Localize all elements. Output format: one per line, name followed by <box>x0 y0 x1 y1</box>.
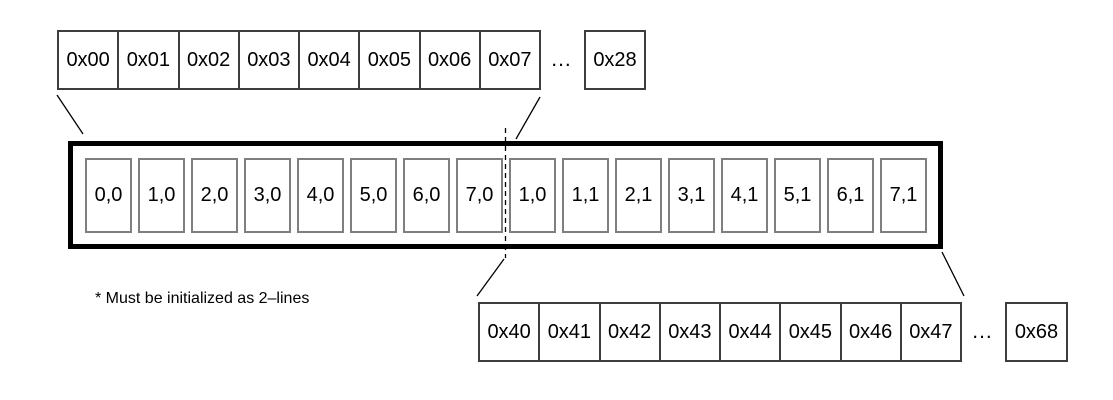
address-cell: 0x40 <box>480 304 541 360</box>
address-cell: 0x04 <box>300 32 361 88</box>
ddram-cell: 1,1 <box>562 158 609 233</box>
ddram-cell: 6,0 <box>403 158 450 233</box>
connector-line-top-right <box>515 96 541 140</box>
address-cell: 0x42 <box>601 304 661 360</box>
ddram-cell: 7,0 <box>456 158 503 233</box>
ddram-cell: 3,0 <box>244 158 291 233</box>
line2-end-address-box: 0x68 <box>1005 302 1068 362</box>
address-cell: 0x01 <box>119 32 180 88</box>
address-cell: 0x00 <box>59 32 120 88</box>
address-cell: 0x43 <box>661 304 721 360</box>
address-cell: 0x41 <box>540 304 601 360</box>
address-cell: 0x02 <box>180 32 240 88</box>
ddram-cell: 2,1 <box>615 158 662 233</box>
ddram-cell: 4,0 <box>297 158 344 233</box>
line1-end-address-box: 0x28 <box>584 30 646 90</box>
ddram-cell: 1,0 <box>509 158 556 233</box>
ddram-cell: 1,0 <box>138 158 185 233</box>
ddram-cell: 4,1 <box>721 158 768 233</box>
ddram-cell: 5,0 <box>350 158 397 233</box>
connector-line-top-left <box>56 94 84 135</box>
address-cell: 0x45 <box>781 304 842 360</box>
init-note: * Must be initialized as 2–lines <box>95 290 310 307</box>
address-cell: 0x06 <box>421 32 481 88</box>
address-cell: 0x46 <box>842 304 902 360</box>
ddram-cell: 7,1 <box>880 158 927 233</box>
line1-ellipsis: ... <box>551 48 572 71</box>
connector-line-bottom-right <box>941 251 965 297</box>
ddram-cell: 0,0 <box>85 158 132 233</box>
ddram-cell: 6,1 <box>827 158 874 233</box>
line2-ellipsis: ... <box>972 320 993 343</box>
ddram-cell: 3,1 <box>668 158 715 233</box>
address-cell: 0x05 <box>360 32 421 88</box>
address-cell: 0x47 <box>909 320 953 343</box>
address-cell: 0x07 <box>488 48 532 71</box>
ddram-cell: 2,0 <box>191 158 238 233</box>
address-cell: 0x44 <box>721 304 782 360</box>
address-cell: 0x03 <box>240 32 300 88</box>
ddram-cell: 5,1 <box>774 158 821 233</box>
connector-line-bottom-left <box>476 258 505 297</box>
